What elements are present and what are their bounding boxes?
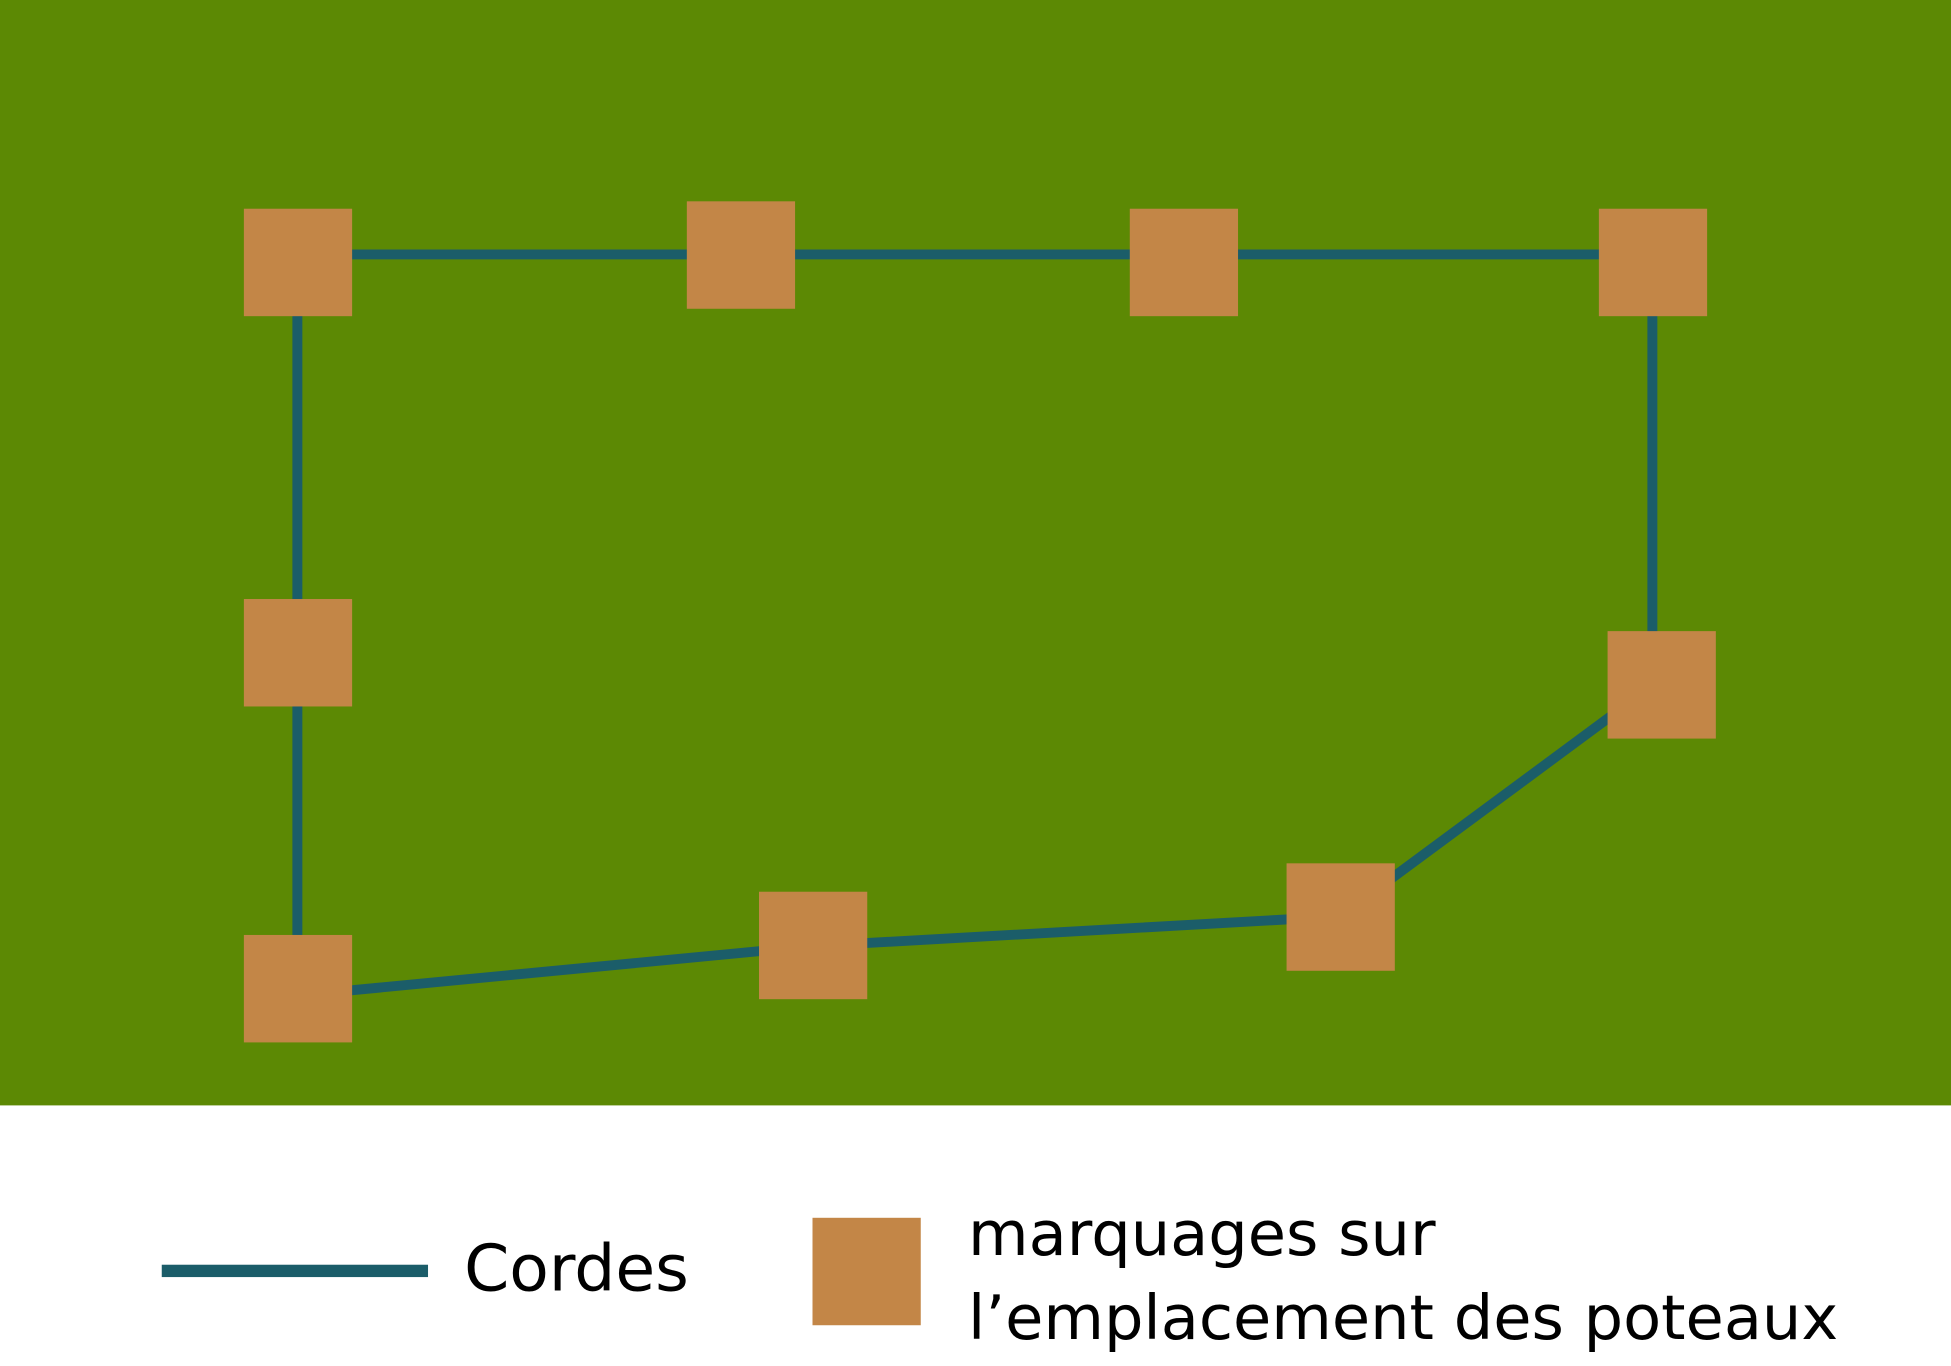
ground-area bbox=[0, 0, 1951, 1106]
post-marker bbox=[1607, 631, 1716, 739]
post-marker bbox=[243, 599, 353, 707]
post-marker bbox=[1129, 208, 1239, 317]
legend: Cordes marquages sur l’emplacement des p… bbox=[161, 1197, 1838, 1354]
post-markers bbox=[243, 201, 1716, 1043]
post-marker bbox=[686, 201, 796, 309]
post-marker bbox=[243, 208, 353, 317]
post-marker bbox=[1598, 208, 1708, 317]
legend-marker-label-line1: marquages sur bbox=[968, 1197, 1436, 1270]
legend-rope-label: Cordes bbox=[464, 1232, 689, 1307]
legend-marker-swatch bbox=[812, 1217, 921, 1326]
legend-rope-swatch bbox=[161, 1264, 429, 1278]
legend-marker-label-line2: l’emplacement des poteaux bbox=[968, 1281, 1838, 1354]
post-marker bbox=[243, 934, 353, 1043]
rope-outline bbox=[292, 249, 1658, 1001]
post-marker bbox=[758, 891, 868, 1000]
post-marker bbox=[1286, 863, 1395, 971]
